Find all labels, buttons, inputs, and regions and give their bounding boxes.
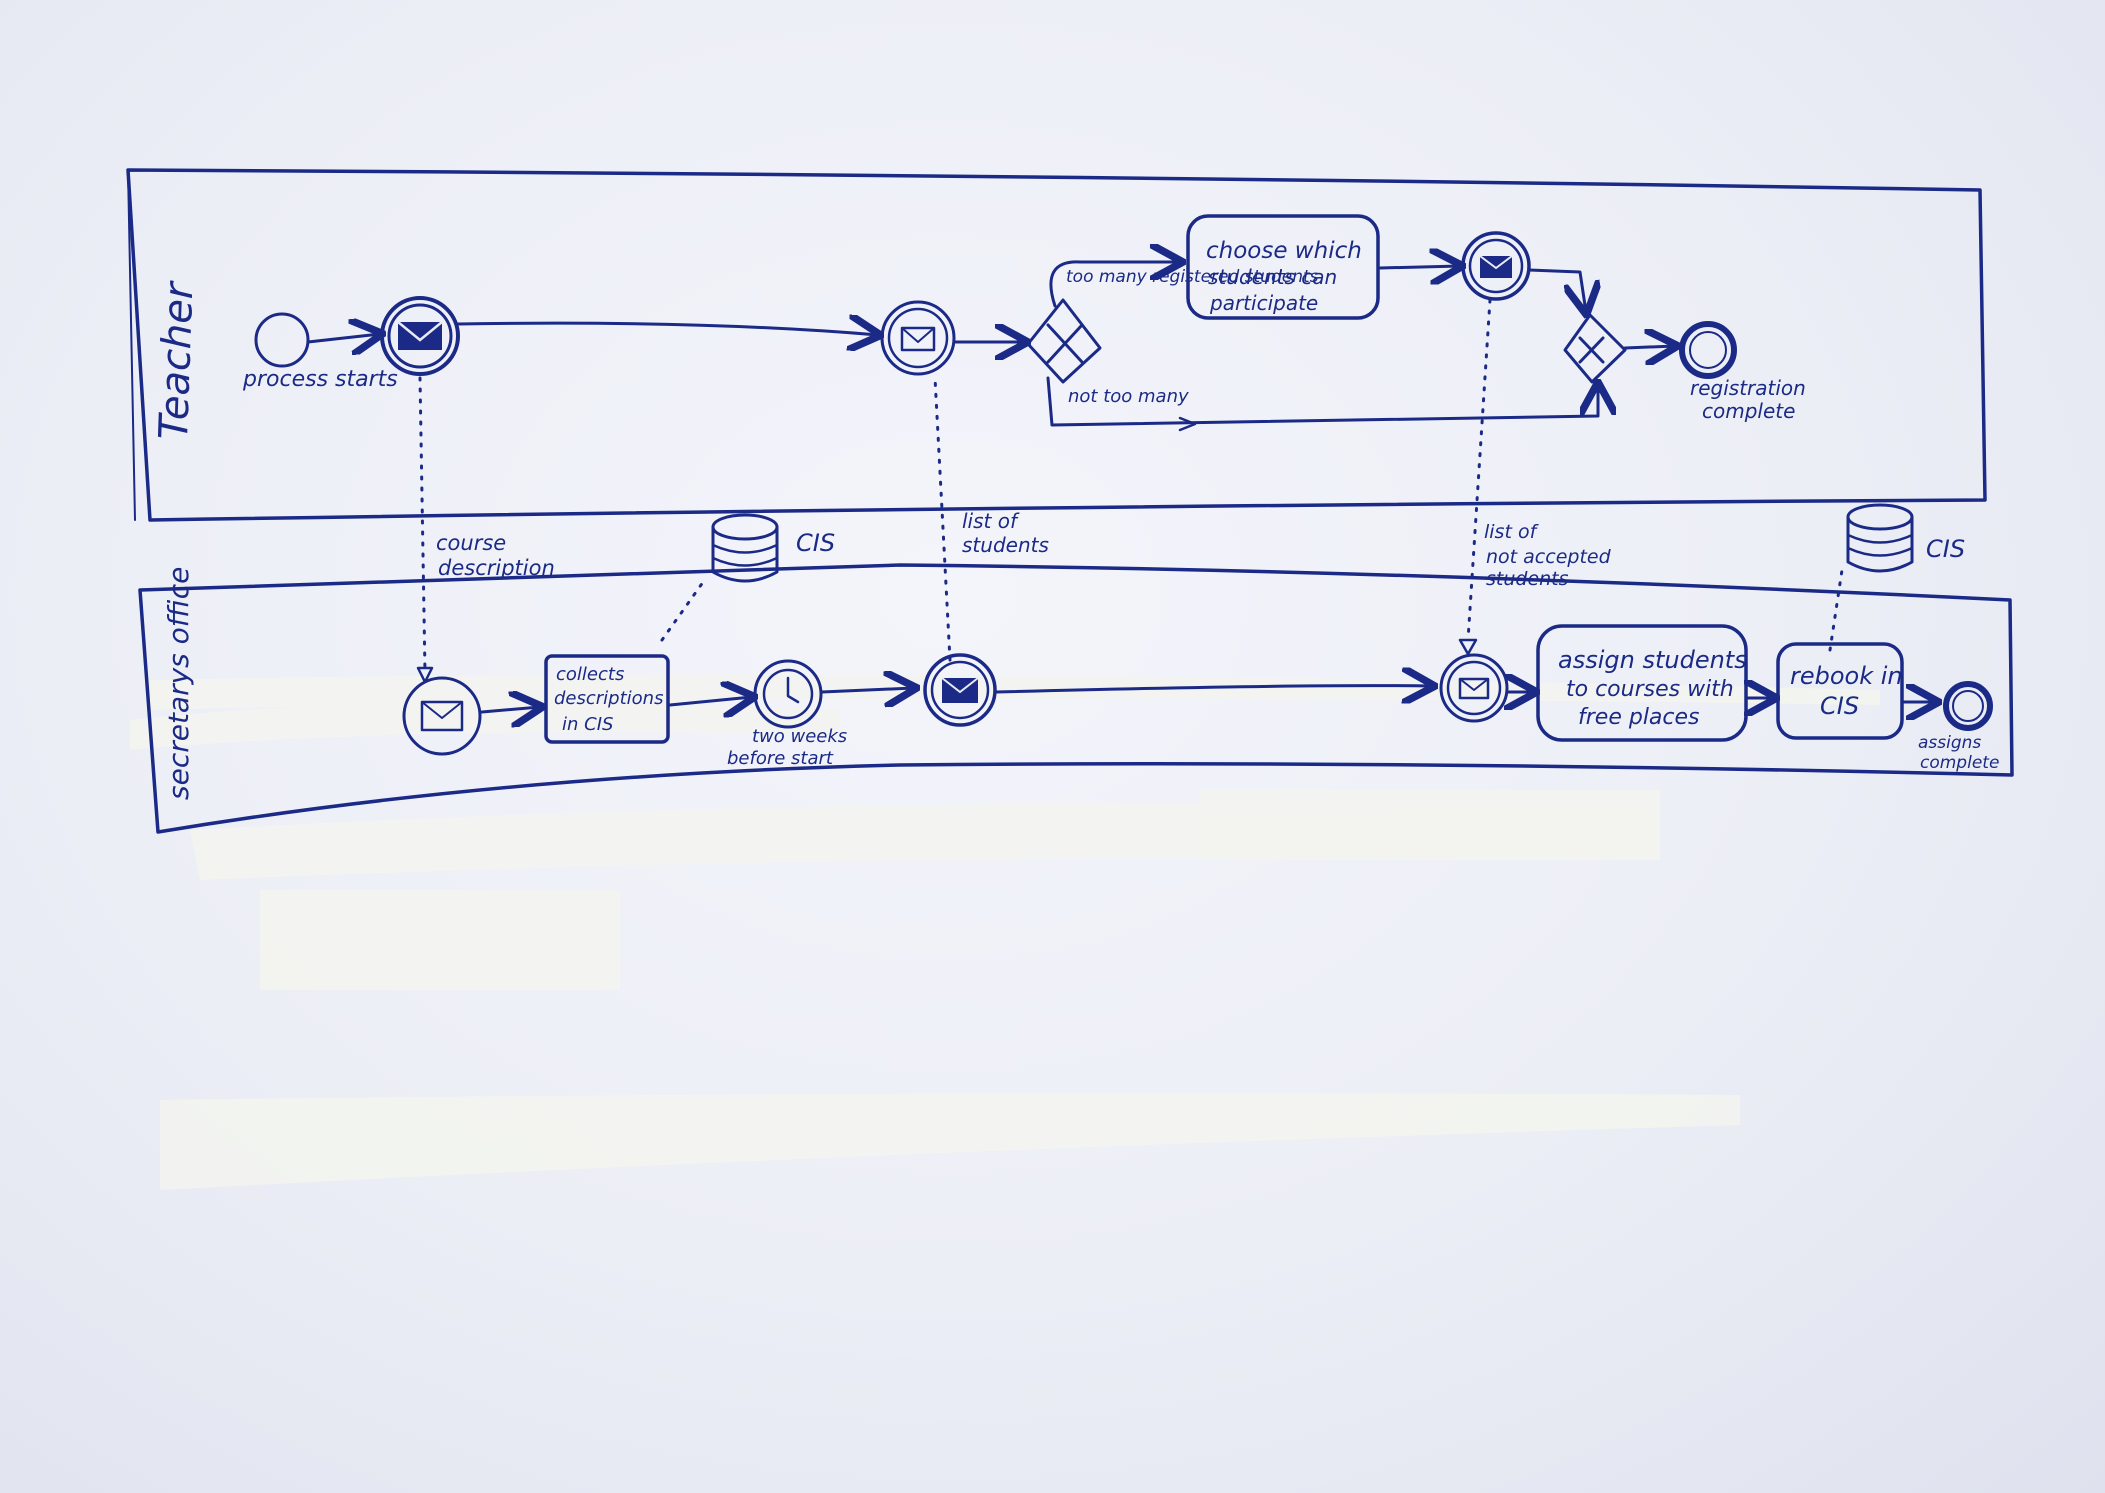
message-throw-event-2	[1461, 231, 1531, 301]
clock-icon	[786, 676, 800, 704]
end-teacher-line-1: registration	[1690, 376, 1806, 400]
envelope-outline-icon	[900, 326, 936, 352]
teacher-lane-divider	[127, 169, 136, 521]
msg-course-line-1: course	[436, 531, 506, 555]
data-association-left	[660, 576, 708, 642]
task-assign-line-3: free places	[1578, 705, 1700, 730]
task-choose-line-3: participate	[1209, 291, 1318, 315]
timer-event: two weeks before start	[727, 659, 847, 769]
timer-line-2: before start	[727, 748, 834, 769]
flow-to-send-students	[820, 688, 914, 692]
secretary-pool-border	[138, 563, 2014, 834]
task-collects-line-2: descriptions	[554, 688, 663, 709]
flow-to-gateway-2	[1527, 268, 1586, 312]
message-throw-event-3	[923, 653, 997, 727]
task-collects-line-3: in CIS	[562, 714, 613, 735]
message-flow-3-arrow	[1458, 638, 1478, 656]
message-flow-list-students	[933, 376, 952, 662]
gateway-x-icon	[1046, 323, 1084, 364]
smudge-4	[260, 890, 620, 990]
datastore-right-label: CIS	[1926, 535, 1965, 563]
task-choose-line-1: choose which	[1206, 238, 1362, 264]
message-start-event	[402, 676, 482, 756]
end-event-secretary: assigns complete	[1918, 681, 1999, 773]
end-teacher-line-2: complete	[1702, 399, 1795, 423]
msg-notacc-line-3: students	[1486, 568, 1569, 590]
message-throw-event-1	[380, 296, 460, 376]
msg-notacc-line-2: not accepted	[1486, 546, 1612, 568]
datastore-left-label: CIS	[796, 529, 835, 557]
task-assign: assign students to courses with free pla…	[1536, 624, 1748, 742]
msg-notacc-line-1: list of	[1484, 521, 1540, 543]
msg-list-line-1: list of	[962, 509, 1020, 533]
secretary-lane-label: secretarys office	[162, 567, 195, 800]
flow-to-send-2	[1378, 266, 1460, 268]
flow-to-end	[1623, 346, 1675, 348]
flow-to-timer	[668, 697, 752, 705]
flow-to-collects	[480, 707, 540, 712]
task-choose-line-2: students can	[1208, 265, 1337, 289]
smudge-1	[130, 702, 840, 750]
flow-to-catch-students	[456, 323, 878, 335]
end-secretary-line-1: assigns	[1918, 733, 1981, 753]
message-flow-1-arrow	[416, 666, 434, 684]
flow-too-many	[1049, 262, 1180, 308]
gateway-x-icon-2	[1578, 336, 1605, 364]
secretary-pool: secretarys office	[138, 563, 2014, 834]
smudge-3	[1200, 790, 1660, 860]
task-rebook: rebook in CIS	[1776, 642, 1904, 740]
msg-list-line-2: students	[962, 533, 1049, 557]
msg-course-line-2: description	[438, 556, 555, 580]
xor-gateway-2	[1563, 313, 1627, 384]
start-event: process starts	[242, 312, 398, 392]
flow-start-to-send	[306, 334, 380, 342]
message-flow-not-accepted	[1466, 298, 1492, 642]
datastore-cis-right: CIS	[1846, 503, 1965, 573]
end-event-teacher: registration complete	[1679, 321, 1806, 423]
task-choose-students: choose which students can participate	[1186, 214, 1380, 320]
task-rebook-line-2: CIS	[1820, 692, 1859, 720]
teacher-pool-border	[126, 168, 1987, 522]
label-too-many: too many registered students	[1066, 267, 1319, 287]
task-assign-line-2: to courses with	[1566, 677, 1734, 702]
teacher-pool: Teacher	[126, 168, 1987, 522]
task-assign-line-1: assign students	[1558, 646, 1747, 674]
start-event-label: process starts	[242, 367, 398, 392]
end-secretary-line-2: complete	[1920, 753, 1999, 773]
message-flow-course-description	[418, 376, 427, 674]
envelope-outline-icon-2	[420, 700, 464, 732]
flow-not-too-many	[1046, 376, 1598, 427]
datastore-cis-left: CIS	[711, 513, 835, 583]
task-rebook-line-1: rebook in	[1790, 662, 1903, 690]
envelope-outline-icon-3	[1458, 677, 1490, 700]
xor-gateway-1	[1026, 298, 1102, 384]
task-collects-line-1: collects	[556, 664, 624, 685]
message-catch-event-1	[880, 300, 956, 376]
flow-to-catch-notaccepted	[994, 686, 1432, 692]
smudge-5	[160, 1093, 1740, 1190]
teacher-lane-label: Teacher	[151, 279, 203, 440]
correction-smudges	[130, 674, 1880, 1190]
label-not-too-many: not too many	[1068, 386, 1189, 407]
data-association-right	[1828, 568, 1844, 652]
task-collects: collects descriptions in CIS	[544, 654, 670, 744]
arrow-mid	[1178, 416, 1197, 432]
timer-line-1: two weeks	[752, 726, 847, 747]
